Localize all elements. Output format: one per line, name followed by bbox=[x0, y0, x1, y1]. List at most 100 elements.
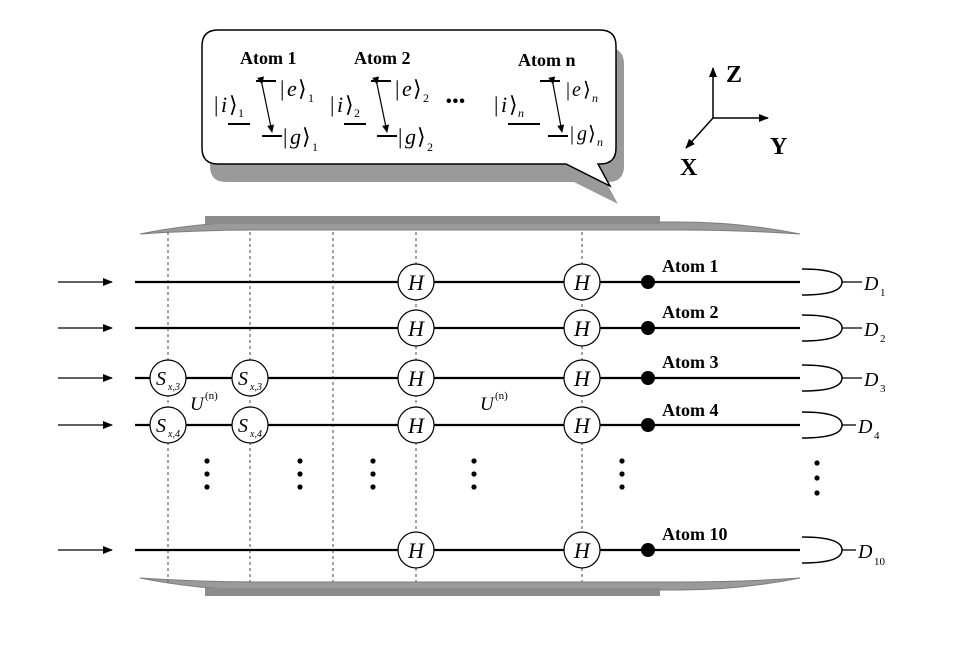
svg-text:g: g bbox=[290, 124, 301, 149]
hadamard-gate: H bbox=[397, 406, 435, 444]
hadamard-gate: H bbox=[563, 263, 601, 301]
svg-text:D: D bbox=[863, 369, 879, 391]
y-axis-label: Y bbox=[770, 134, 787, 160]
hadamard-gate: H bbox=[397, 263, 435, 301]
svg-text:|: | bbox=[494, 92, 498, 117]
svg-text:S: S bbox=[156, 415, 166, 437]
svg-text:10: 10 bbox=[874, 556, 886, 568]
svg-text:1: 1 bbox=[880, 287, 886, 299]
svg-text:e: e bbox=[572, 79, 581, 101]
callout-ellipsis: ••• bbox=[446, 93, 466, 110]
atom-dot bbox=[641, 418, 655, 432]
svg-text:S: S bbox=[156, 368, 166, 390]
vertical-ellipsis bbox=[204, 458, 210, 490]
vertical-ellipses bbox=[204, 458, 820, 496]
ket-e-n: | e ⟩ n bbox=[566, 79, 598, 105]
time-step-dividers bbox=[167, 232, 583, 582]
svg-text:⟩: ⟩ bbox=[345, 92, 354, 117]
s-gate: S x,3 bbox=[231, 359, 269, 397]
callout-atom-title: Atom 2 bbox=[354, 48, 411, 68]
svg-text:2: 2 bbox=[880, 333, 886, 345]
detector-symbol bbox=[801, 364, 843, 392]
atom-dot bbox=[641, 543, 655, 557]
svg-text:U: U bbox=[190, 394, 205, 415]
x-axis-arrow bbox=[685, 117, 714, 149]
unitary-label: U (n) bbox=[190, 390, 218, 415]
svg-text:D: D bbox=[863, 319, 879, 341]
svg-text:⟩: ⟩ bbox=[229, 92, 238, 117]
detector-symbol bbox=[801, 268, 843, 296]
atom-dot bbox=[641, 321, 655, 335]
svg-text:(n): (n) bbox=[495, 390, 508, 402]
hadamard-gate: H bbox=[563, 406, 601, 444]
svg-text:⟩: ⟩ bbox=[583, 79, 591, 101]
hadamard-gate: H bbox=[563, 359, 601, 397]
svg-text:S: S bbox=[238, 368, 248, 390]
vertical-ellipsis bbox=[370, 458, 376, 490]
svg-text:i: i bbox=[337, 92, 343, 117]
svg-text:H: H bbox=[407, 538, 425, 563]
svg-text:S: S bbox=[238, 415, 248, 437]
svg-text:H: H bbox=[407, 270, 425, 295]
x-axis-label: X bbox=[680, 155, 698, 181]
ket-i-2: | i ⟩ 2 bbox=[330, 92, 360, 120]
ket-e-1: | e ⟩ 1 bbox=[280, 76, 314, 105]
detector-symbol bbox=[801, 411, 843, 439]
svg-text:U: U bbox=[480, 394, 495, 415]
detector-symbol bbox=[801, 314, 843, 342]
svg-text:⟩: ⟩ bbox=[302, 124, 311, 149]
transition-arrow bbox=[257, 76, 274, 133]
transition-arrow bbox=[372, 76, 389, 133]
top-cavity-mirror bbox=[139, 216, 801, 235]
ket-g-n: | g ⟩ n bbox=[570, 123, 603, 149]
svg-text:H: H bbox=[573, 538, 591, 563]
vertical-ellipsis bbox=[814, 460, 820, 496]
svg-text:|: | bbox=[330, 92, 334, 117]
svg-text:⟩: ⟩ bbox=[417, 124, 426, 149]
svg-text:e: e bbox=[402, 76, 412, 101]
callout-atom-title: Atom n bbox=[518, 50, 576, 70]
svg-text:|: | bbox=[214, 92, 218, 117]
atom-label: Atom 1 bbox=[662, 256, 719, 276]
svg-text:|: | bbox=[398, 124, 402, 149]
svg-text:x,4: x,4 bbox=[167, 429, 180, 440]
s-gate: S x,4 bbox=[149, 406, 187, 444]
svg-text:⟩: ⟩ bbox=[509, 92, 518, 117]
svg-text:|: | bbox=[283, 124, 287, 149]
callout-atom-title: Atom 1 bbox=[240, 48, 297, 68]
detector-symbol bbox=[801, 536, 843, 564]
hadamard-gate: H bbox=[563, 531, 601, 569]
svg-text:H: H bbox=[407, 316, 425, 341]
svg-text:|: | bbox=[280, 76, 284, 101]
svg-text:⟩: ⟩ bbox=[413, 76, 422, 101]
vertical-ellipsis bbox=[619, 458, 625, 490]
svg-text:2: 2 bbox=[427, 140, 433, 154]
svg-text:H: H bbox=[573, 366, 591, 391]
svg-text:x,4: x,4 bbox=[249, 429, 262, 440]
detectors bbox=[801, 268, 843, 564]
svg-text:⟩: ⟩ bbox=[588, 123, 596, 145]
ket-i-n: | i ⟩ n bbox=[494, 92, 524, 120]
atom-markers: Atom 1 Atom 2 Atom 3 Atom 4 Atom 10 bbox=[641, 256, 728, 557]
svg-text:n: n bbox=[592, 91, 598, 105]
hadamard-gates: H H H H H H H H H H bbox=[397, 263, 601, 569]
svg-text:1: 1 bbox=[238, 106, 244, 120]
atom-label: Atom 3 bbox=[662, 352, 719, 372]
svg-text:n: n bbox=[518, 106, 524, 120]
ket-g-1: | g ⟩ 1 bbox=[283, 124, 318, 154]
bottom-cavity-mirror bbox=[139, 577, 801, 596]
ket-e-2: | e ⟩ 2 bbox=[395, 76, 429, 105]
atom-label: Atom 2 bbox=[662, 302, 719, 322]
svg-text:H: H bbox=[407, 366, 425, 391]
svg-text:D: D bbox=[863, 273, 879, 295]
svg-text:1: 1 bbox=[312, 140, 318, 154]
z-axis-label: Z bbox=[726, 62, 742, 88]
svg-text:2: 2 bbox=[423, 91, 429, 105]
atom-level-callout: Atom 1 | i ⟩ 1 | e ⟩ 1 | g ⟩ 1 Atom 2 | … bbox=[201, 29, 624, 204]
atom-dot bbox=[641, 275, 655, 289]
detector-leads bbox=[842, 281, 862, 551]
